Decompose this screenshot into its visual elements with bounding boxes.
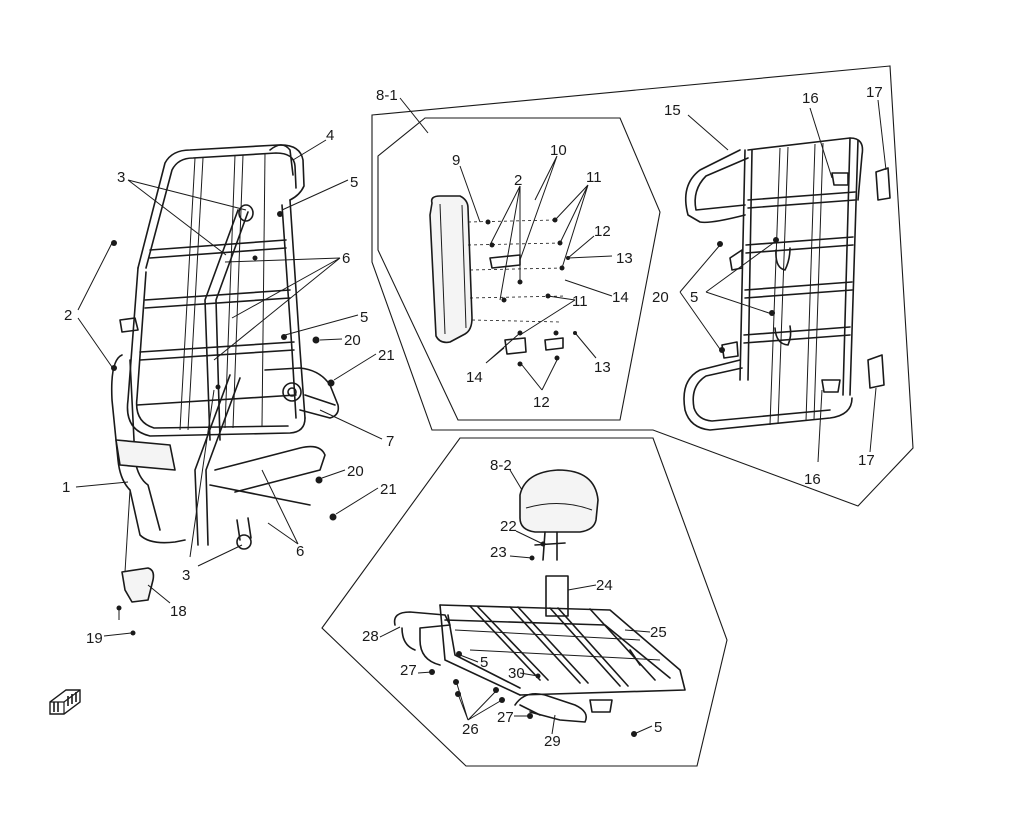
callout-group-8-1: 8-1 (376, 87, 398, 104)
callout-labels: 1 2 3 3 4 5 6 5 20 21 7 20 21 6 18 19 8-… (62, 84, 883, 750)
leader-lines (75, 97, 887, 735)
callout-21-top: 21 (378, 347, 395, 364)
callout-17-bottom: 17 (858, 452, 875, 469)
callout-11-bottom: 11 (572, 293, 588, 310)
callout-6-top: 6 (342, 250, 350, 267)
callout-1: 1 (62, 479, 70, 496)
callout-26: 26 (462, 721, 479, 738)
callout-9: 9 (452, 152, 460, 169)
callout-14-right: 14 (612, 289, 629, 306)
callout-28: 28 (362, 628, 379, 645)
seat-cushion-assembly (429, 195, 577, 367)
callout-2-left: 2 (64, 307, 72, 324)
callout-6-bottom: 6 (296, 543, 304, 560)
callout-24: 24 (596, 577, 613, 594)
callout-21-bottom: 21 (380, 481, 397, 498)
callout-12-top: 12 (594, 223, 611, 240)
callout-3-top: 3 (117, 169, 125, 186)
callout-16-top: 16 (802, 90, 819, 107)
callout-30: 30 (508, 665, 525, 682)
callout-5-left-mid: 5 (360, 309, 368, 326)
callout-group-8-2: 8-2 (490, 457, 512, 474)
callout-20-top: 20 (344, 332, 361, 349)
callout-29: 29 (544, 733, 561, 750)
callout-22: 22 (500, 518, 517, 535)
callout-25: 25 (650, 624, 667, 641)
callout-4: 4 (326, 127, 334, 144)
front-rack-assembly (110, 144, 340, 636)
callout-7: 7 (386, 433, 394, 450)
callout-15: 15 (664, 102, 681, 119)
callout-17-top: 17 (866, 84, 883, 101)
callout-5-rear: 5 (690, 289, 698, 306)
callout-12-bottom: 12 (533, 394, 550, 411)
callout-14-left: 14 (466, 369, 483, 386)
group-8-1-outline (371, 65, 914, 507)
callout-20-bottom: 20 (347, 463, 364, 480)
callout-23: 23 (490, 544, 507, 561)
callout-5-rack-right: 5 (654, 719, 662, 736)
callout-5-rack-left: 5 (480, 654, 488, 671)
callout-27-bottom: 27 (497, 709, 514, 726)
rear-rack-assembly (683, 137, 891, 431)
group-8-1-inner-outline (377, 117, 661, 421)
callout-20-rear: 20 (652, 289, 669, 306)
callout-13-top: 13 (616, 250, 633, 267)
callout-18: 18 (170, 603, 187, 620)
callout-13-bottom: 13 (594, 359, 611, 376)
callout-19: 19 (86, 630, 103, 647)
callout-11-top: 11 (586, 169, 602, 186)
callout-10: 10 (550, 142, 567, 159)
callout-5-left-top: 5 (350, 174, 358, 191)
callout-27-left: 27 (400, 662, 417, 679)
callout-2-seat: 2 (514, 172, 522, 189)
group-8-2-outline (321, 437, 728, 767)
backrest-rack-assembly (393, 469, 686, 737)
front-direction-arrow-icon (49, 689, 81, 715)
callout-3-bottom: 3 (182, 567, 190, 584)
callout-16-bottom: 16 (804, 471, 821, 488)
